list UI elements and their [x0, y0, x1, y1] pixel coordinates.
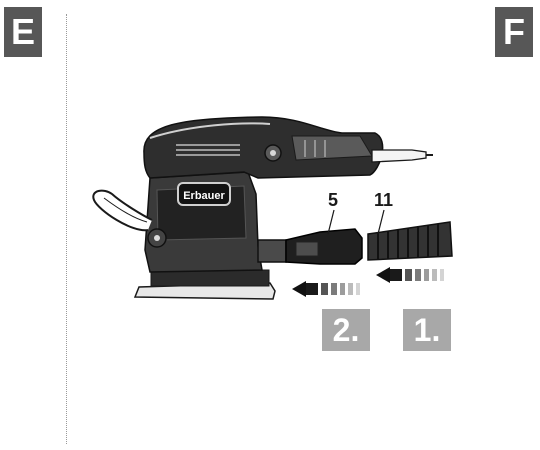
- callout-11-leader: [377, 209, 385, 235]
- step-1-badge: 1.: [403, 309, 451, 351]
- brand-plate: [177, 182, 231, 206]
- sander-handle: [143, 116, 384, 179]
- section-f-label: F: [503, 11, 525, 52]
- vent-slots: [176, 144, 240, 156]
- callout-5: 5: [328, 190, 338, 210]
- callout-11: 11: [374, 190, 393, 210]
- dust-port: [257, 239, 287, 263]
- arrow-step-1: [376, 267, 444, 283]
- step-2-label: 2.: [332, 312, 360, 348]
- callout-5-leader: [327, 209, 335, 235]
- power-cord: [371, 149, 427, 163]
- sander-base-pad: [133, 282, 276, 300]
- section-e-badge: E: [4, 7, 42, 57]
- brand-text: Erbauer: [183, 190, 225, 202]
- step-2-badge: 2.: [322, 309, 370, 351]
- section-f-badge: F: [495, 7, 533, 57]
- section-divider: [66, 14, 67, 444]
- vacuum-hose: [367, 221, 453, 261]
- arrow-step-2: [292, 281, 360, 297]
- step-1-label: 1.: [413, 312, 441, 348]
- section-e-label: E: [10, 11, 35, 52]
